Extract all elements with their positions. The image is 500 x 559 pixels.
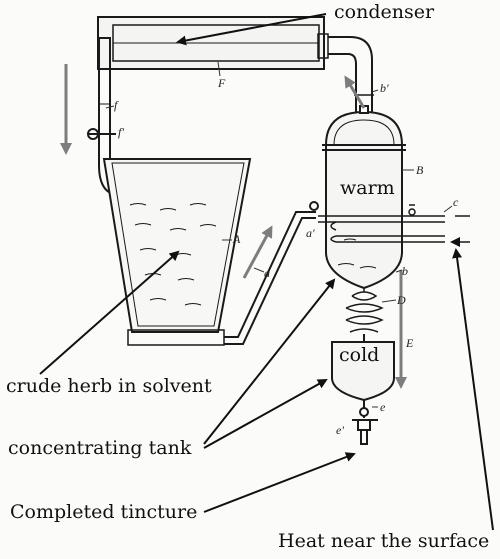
letter-c: c [453,195,459,209]
letter-a-prime: a' [306,226,315,240]
letter-f-prime: f' [118,125,124,139]
condenser-unit [97,16,329,70]
vapor-pipe [328,36,374,115]
letter-a: a [264,266,270,280]
warm-label: warm [340,177,395,199]
siphon-pipe [224,201,319,345]
letter-F: F [218,76,226,90]
letter-E: E [406,336,414,350]
patent-leaders [105,61,453,408]
warm-tank [322,105,406,290]
cooling-coil [345,288,384,342]
letter-b-prime: b' [380,81,389,95]
label-arrows [39,13,494,531]
heating-coil [318,204,470,247]
cold-tank [331,341,395,445]
flow-arrows [60,64,407,389]
letter-A: A [233,232,241,246]
letter-b: b [402,264,408,278]
concentrating-tank-label: concentrating tank [8,437,192,459]
completed-tincture-label: Completed tincture [10,501,198,523]
cold-label: cold [339,344,380,366]
crude-herb-label: crude herb in solvent [6,375,212,397]
letter-e-prime: e' [336,423,344,437]
letter-B: B [416,163,424,177]
letter-f: f [114,98,118,112]
letter-e: e [380,400,386,414]
condenser-label: condenser [334,1,435,23]
letter-D: D [397,293,406,307]
heat-surface-label: Heat near the surface [278,530,490,552]
